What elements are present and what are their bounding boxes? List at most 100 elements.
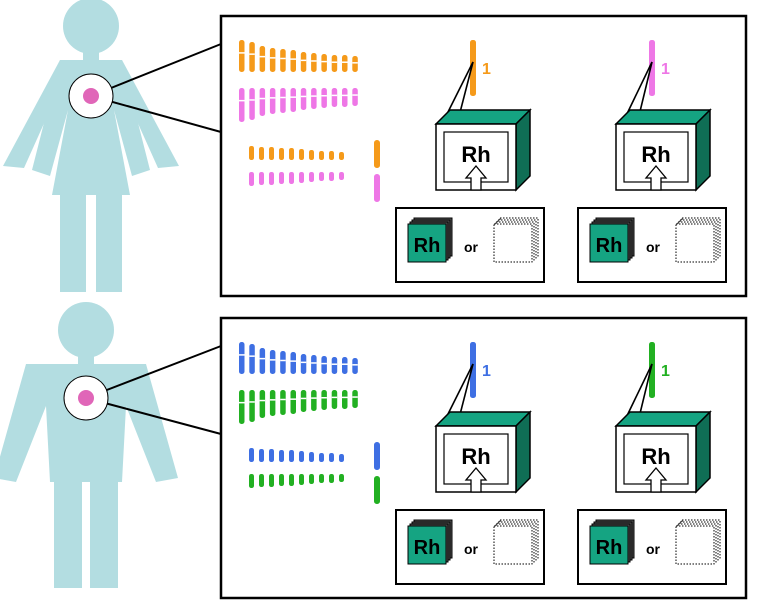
chromosome-paternal-small <box>309 474 314 484</box>
centromere <box>331 396 338 399</box>
chromosome-number-label: 1 <box>482 61 491 78</box>
centromere <box>352 364 358 366</box>
chromosome-maternal <box>300 354 307 374</box>
zoom-line-top <box>85 345 222 399</box>
chromosome-maternal <box>321 54 327 72</box>
person-neck <box>78 354 94 366</box>
cube-top <box>434 109 532 125</box>
rh-negative-tile <box>675 525 715 565</box>
centromere <box>290 96 296 98</box>
chromosome-paternal-small <box>299 474 304 485</box>
centromere <box>290 58 296 60</box>
centromere <box>280 398 286 401</box>
centromere <box>352 94 358 96</box>
chromosome-maternal-small <box>319 151 324 160</box>
chromosome-maternal-small <box>259 147 264 160</box>
chromosome-maternal <box>300 52 307 72</box>
chromosome-paternal-small <box>309 172 314 182</box>
chromosome-paternal <box>300 390 307 412</box>
chromosome-paternal <box>269 88 276 114</box>
centromere <box>249 53 255 55</box>
rh-negative-tile <box>493 525 533 565</box>
chromosome-paternal-small <box>299 172 304 183</box>
chromosome-maternal <box>259 348 266 374</box>
sex-chromosome-paternal <box>374 174 380 202</box>
person-head <box>63 0 119 54</box>
person-leg-right <box>90 478 118 588</box>
chromosome-maternal <box>331 357 338 374</box>
chromosome-maternal <box>311 355 317 374</box>
chromosome-maternal <box>352 56 358 72</box>
cube-side <box>695 108 711 192</box>
chromosome-maternal-small <box>279 450 284 462</box>
centromere <box>321 95 327 97</box>
rh-negative-tile <box>675 223 715 263</box>
arrow-up-icon <box>644 466 668 493</box>
rh-tile-layer <box>589 223 629 263</box>
rh-positive-label: Rh <box>596 537 623 559</box>
chromosome-paternal-small <box>249 474 254 488</box>
chromosome-maternal-small <box>299 149 304 160</box>
chromosome-maternal <box>249 344 255 374</box>
chromosome-1 <box>470 40 476 96</box>
chromosome-paternal-small <box>339 474 344 482</box>
chromosome-maternal <box>239 40 245 72</box>
chromosome-paternal-small <box>249 172 254 186</box>
sex-chromosome-paternal <box>374 476 380 504</box>
chromosome-paternal <box>239 88 245 122</box>
chromosome-1 <box>470 342 476 398</box>
or-label: or <box>464 239 479 255</box>
centromere <box>352 396 358 398</box>
arrow-up-icon <box>644 164 668 191</box>
person-neck <box>83 50 99 62</box>
chromosome-paternal <box>300 88 307 110</box>
chromosome-paternal-small <box>319 474 324 483</box>
centromere <box>259 97 266 100</box>
centromere <box>269 399 276 401</box>
centromere <box>321 362 327 365</box>
chromosome-1 <box>649 342 655 398</box>
chromosome-paternal-small <box>269 474 274 487</box>
cube-side <box>695 410 711 494</box>
cube-top <box>434 411 532 427</box>
person-torso <box>0 364 178 482</box>
chromosome-paternal-small <box>269 172 274 185</box>
centromere <box>311 397 317 399</box>
chromosome-maternal-small <box>289 450 294 462</box>
centromere <box>259 399 266 402</box>
chromosome-maternal <box>342 55 348 72</box>
arrow-up-icon <box>464 164 488 191</box>
person-arm-left <box>3 60 68 168</box>
chromosome-paternal <box>259 390 266 418</box>
sex-chromosome-maternal <box>374 140 380 168</box>
cube-top <box>614 411 712 427</box>
cell-nucleus <box>78 390 94 406</box>
chromosome-maternal-small <box>269 147 274 160</box>
centromere <box>259 357 266 360</box>
chromosome-paternal-small <box>289 172 294 184</box>
chromosome-maternal <box>321 356 327 374</box>
centromere <box>280 359 286 362</box>
chromosome-paternal-small <box>289 474 294 486</box>
cube-side <box>515 410 531 494</box>
centromere <box>239 401 245 404</box>
chromosome-maternal-small <box>309 452 314 462</box>
chromosome-maternal <box>342 357 348 374</box>
centromere <box>269 359 276 361</box>
centromere <box>342 94 348 97</box>
chromosome-maternal-small <box>319 453 324 462</box>
centromere <box>249 355 255 357</box>
centromere <box>311 362 317 364</box>
zoom-line-bottom <box>85 397 222 435</box>
chromosome-maternal <box>352 358 358 374</box>
chromosome-paternal-small <box>329 474 334 483</box>
chromosome-paternal <box>342 88 348 107</box>
or-label: or <box>464 541 479 557</box>
chromosome-number-label: 1 <box>661 363 670 380</box>
chromosome-paternal-small <box>339 172 344 180</box>
centromere <box>311 95 317 97</box>
centromere <box>342 396 348 399</box>
centromere <box>342 363 348 365</box>
